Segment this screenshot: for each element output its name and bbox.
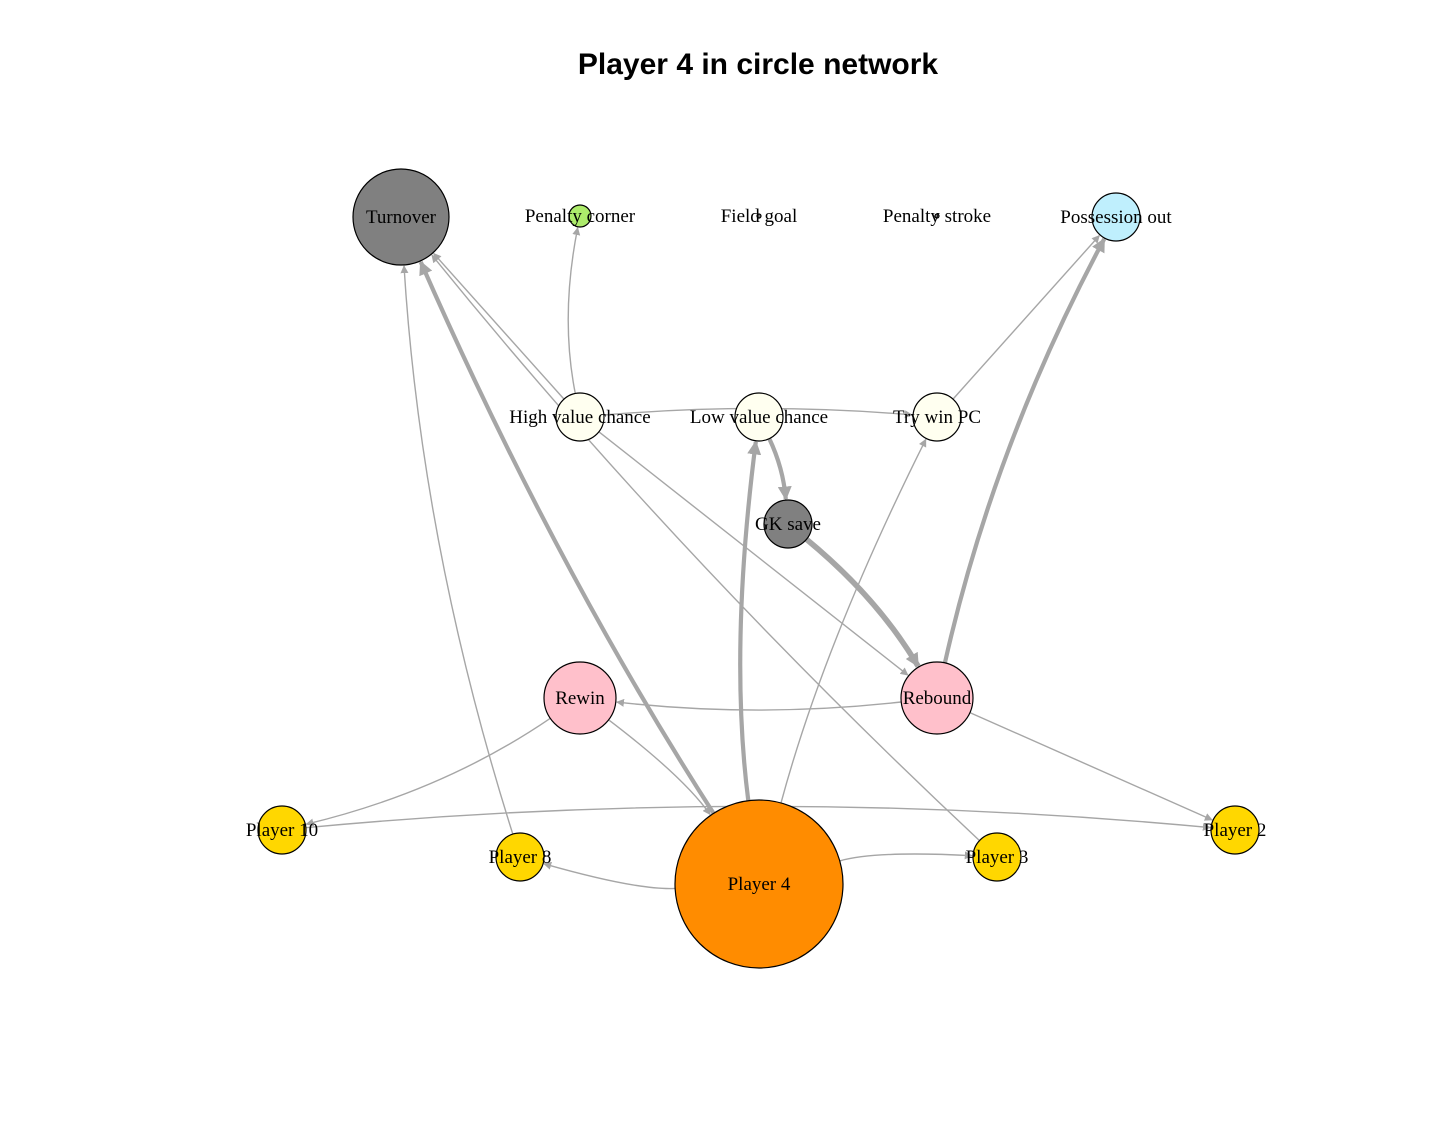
node-label-penalty-stroke: Penalty stroke: [883, 206, 991, 227]
edge-layer: [305, 227, 1213, 890]
edge-try-win-pc-to-possession-out: [952, 235, 1100, 400]
node-circle-penalty-corner: [568, 204, 592, 228]
node-penalty-stroke: Penalty stroke: [883, 206, 991, 227]
node-label-penalty-corner: Penalty corner: [525, 206, 636, 227]
node-player-10: Player 10: [246, 805, 318, 855]
node-label-gk-save: GK save: [755, 514, 821, 535]
node-circle-try-win-pc: [912, 392, 962, 442]
edge-player-4-to-turnover: [418, 260, 716, 815]
edge-high-value-chance-to-penalty-corner: [567, 227, 581, 394]
edge-player-8-to-turnover: [400, 265, 514, 835]
node-penalty-corner: Penalty corner: [525, 204, 636, 228]
node-circle-rewin: [543, 661, 617, 735]
node-circle-player-8: [495, 832, 545, 882]
edge-rebound-to-rewin: [616, 698, 902, 711]
node-label-field-goal: Field goal: [721, 206, 798, 227]
edge-rebound-to-possession-out: [942, 237, 1107, 664]
edge-player-3-to-turnover: [431, 254, 980, 842]
node-possession-out: Possession out: [1060, 192, 1172, 242]
edge-player-4-to-low-value-chance: [738, 440, 762, 801]
edge-rebound-to-player-2: [969, 711, 1213, 821]
node-circle-rebound: [900, 661, 974, 735]
node-label-possession-out: Possession out: [1060, 207, 1172, 228]
node-turnover: Turnover: [352, 168, 450, 266]
node-circle-player-4: [674, 799, 844, 969]
node-low-value-chance: Low value chance: [690, 392, 828, 442]
node-circle-turnover: [352, 168, 450, 266]
node-player-8: Player 8: [489, 832, 552, 882]
edge-rewin-to-player-10: [305, 717, 551, 827]
node-label-low-value-chance: Low value chance: [690, 407, 828, 428]
node-label-try-win-pc: Try win PC: [893, 407, 981, 428]
edge-rewin-to-player-4: [608, 719, 711, 816]
node-label-player-2: Player 2: [1204, 820, 1267, 841]
edge-player-4-to-player-8: [543, 861, 676, 890]
edge-player-4-to-player-3: [839, 851, 973, 862]
node-label-player-8: Player 8: [489, 847, 552, 868]
edge-high-value-chance-to-rebound: [598, 431, 909, 676]
node-circle-player-3: [972, 832, 1022, 882]
node-label-rewin: Rewin: [555, 688, 605, 709]
node-rebound: Rebound: [900, 661, 974, 735]
node-circle-player-10: [257, 805, 307, 855]
node-label-player-3: Player 3: [966, 847, 1029, 868]
node-circle-penalty-stroke: [934, 213, 940, 219]
node-circle-field-goal: [756, 213, 762, 219]
node-circle-possession-out: [1091, 192, 1141, 242]
node-player-4: Player 4: [674, 799, 844, 969]
node-circle-player-2: [1210, 805, 1260, 855]
edge-low-value-chance-to-gk-save: [767, 437, 792, 501]
node-gk-save: GK save: [755, 499, 821, 549]
node-field-goal: Field goal: [721, 206, 798, 227]
edge-player-4-to-try-win-pc: [780, 438, 927, 804]
node-layer: Turnover Penalty corner Field goal Penalty …: [246, 168, 1267, 969]
node-label-turnover: Turnover: [366, 207, 437, 228]
edge-gk-save-to-rebound: [804, 537, 921, 668]
node-high-value-chance: High value chance: [509, 392, 651, 442]
node-rewin: Rewin: [543, 661, 617, 735]
node-player-2: Player 2: [1204, 805, 1267, 855]
node-label-rebound: Rebound: [903, 688, 972, 709]
node-try-win-pc: Try win PC: [893, 392, 981, 442]
node-label-high-value-chance: High value chance: [509, 407, 650, 428]
node-circle-low-value-chance: [734, 392, 784, 442]
node-label-player-10: Player 10: [246, 820, 318, 841]
node-label-player-4: Player 4: [728, 874, 791, 895]
diagram-title: Player 4 in circle network: [578, 48, 938, 81]
node-circle-gk-save: [763, 499, 813, 549]
node-circle-high-value-chance: [555, 392, 605, 442]
edge-high-value-chance-to-turnover: [433, 252, 565, 400]
node-player-3: Player 3: [966, 832, 1029, 882]
